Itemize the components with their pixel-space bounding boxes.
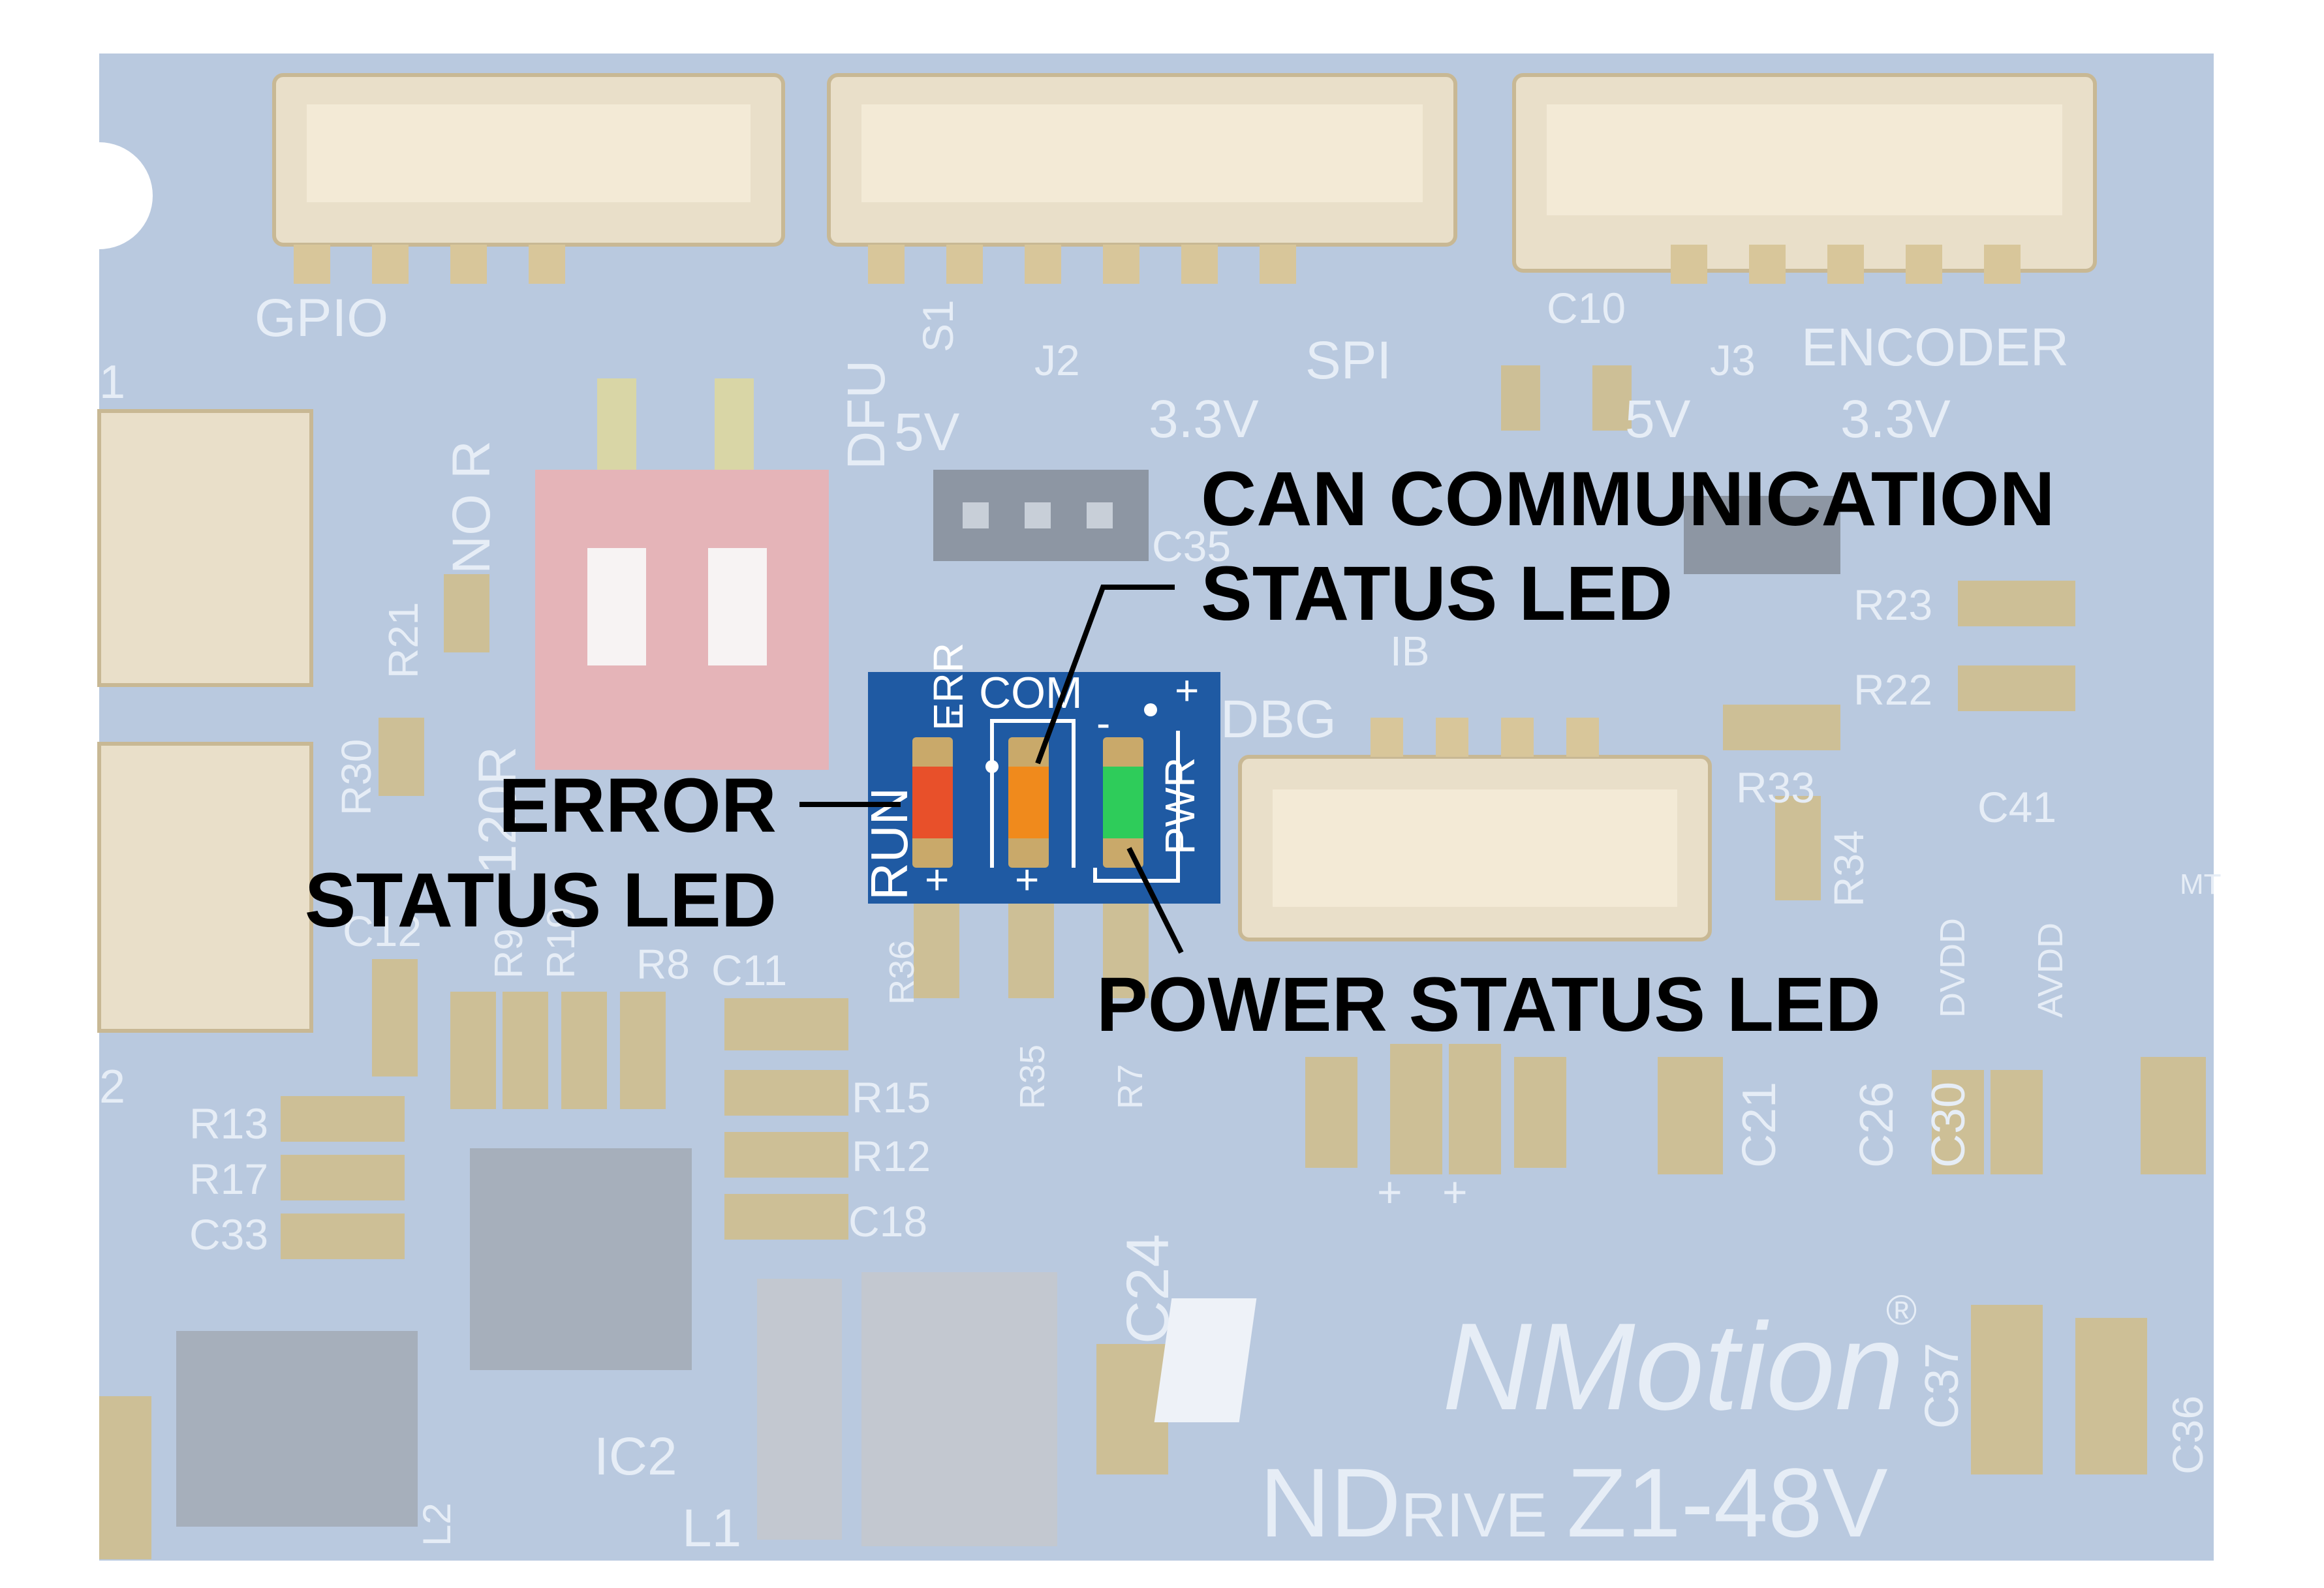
encoder-silk-label: ENCODER [1801, 318, 2069, 377]
j2-label: J2 [1034, 336, 1080, 384]
left-pin-2-label: 2 [99, 1061, 125, 1113]
c36-label: C36 [2163, 1396, 2212, 1474]
c33-label: C33 [189, 1210, 268, 1259]
r20-label: 120R [468, 746, 527, 874]
r12-label: R12 [852, 1132, 931, 1180]
nmotion-logo: NMotion ® [1154, 1287, 1917, 1436]
l1-label: L1 [682, 1499, 741, 1558]
mounting-hole [46, 142, 153, 249]
5v-label-b: 5V [1625, 389, 1691, 449]
led-panel: RUN - ERR COM + PWR + + - [860, 643, 1220, 904]
l2-label: L2 [415, 1503, 459, 1546]
gpio-connector [272, 73, 785, 284]
can-callout-line2: STATUS LED [1201, 551, 1673, 637]
c41-label: C41 [1977, 783, 2056, 831]
spi-silk-label: SPI [1305, 331, 1391, 390]
can-leader-line [1035, 585, 1175, 765]
c21-label: C21 [1733, 1082, 1786, 1168]
brand-text: NMotion [1442, 1298, 1904, 1436]
error-callout-line1: ERROR [499, 763, 777, 849]
error-led-lens [912, 767, 953, 838]
r15-label: R15 [852, 1073, 931, 1122]
can-callout-line1: CAN COMMUNICATION [1201, 456, 2055, 542]
s1-label: S1 [914, 299, 962, 352]
com-label: COM [979, 668, 1083, 718]
power-led-lens [1103, 767, 1143, 838]
dvdd-label: DVDD [1933, 918, 1972, 1018]
r22-label: R22 [1853, 665, 1932, 714]
left-connector-1 [97, 409, 313, 687]
plus-label-2: + [1442, 1168, 1468, 1216]
err-minus: - [950, 686, 963, 733]
r30-label: R30 [333, 739, 380, 816]
avdd-label: AVDD [2031, 923, 2070, 1018]
power-leader-line [1126, 847, 1184, 954]
ib-silk-label: IB [1390, 628, 1429, 675]
power-callout: POWER STATUS LED [1096, 962, 1881, 1048]
pwr-minus: - [1096, 699, 1110, 746]
chips [176, 1148, 1057, 1546]
dbg-silk-label: DBG [1220, 690, 1337, 749]
j3-label: J3 [1710, 336, 1756, 384]
left-pin-1-label: 1 [99, 356, 125, 408]
plus-label-1: + [1377, 1168, 1402, 1216]
r17-label: R17 [189, 1155, 268, 1203]
3v3-label-a: 3.3V [1149, 389, 1259, 449]
5v-label-a: 5V [894, 403, 960, 462]
r19-label: R19 [539, 907, 583, 979]
r9-label: R9 [487, 928, 531, 979]
encoder-connector [1512, 73, 2097, 284]
ic2-label: IC2 [594, 1427, 677, 1486]
pwr-plus: + [1175, 667, 1199, 714]
3v3-label-b: 3.3V [1840, 389, 1951, 449]
c11-label: C11 [711, 946, 787, 994]
com-led-lens [1008, 767, 1049, 838]
registered-mark: ® [1886, 1287, 1917, 1334]
c35-label: C35 [1152, 522, 1231, 570]
no-r-label: NO R [442, 440, 501, 574]
gpio-silk-label: GPIO [255, 288, 388, 348]
r34-label: R34 [1825, 831, 1872, 907]
dbg-connector [1238, 718, 1712, 941]
r36-label: R36 [882, 940, 922, 1005]
mt-label: MT [2180, 868, 2222, 900]
r7-label: R7 [1111, 1064, 1150, 1109]
c12-label: C12 [343, 907, 422, 955]
c30-label: C30 [1923, 1082, 1975, 1168]
dfu-silk-label: DFU [837, 359, 896, 470]
dip-switch [535, 378, 829, 770]
c18-label: C18 [848, 1197, 927, 1245]
r21-label: R21 [380, 602, 427, 679]
c10-label: C10 [1547, 284, 1626, 332]
r33-label: R33 [1736, 763, 1815, 812]
passive-components [99, 365, 2206, 1559]
err-label: ERR [925, 643, 972, 731]
c37-label: C37 [1916, 1343, 1968, 1429]
error-callout-line2: STATUS LED [305, 857, 777, 943]
left-connector-2 [97, 742, 313, 1033]
r23-label: R23 [1853, 581, 1932, 629]
c26-label: C26 [1851, 1082, 1903, 1168]
r35-label: R35 [1013, 1045, 1052, 1109]
jumper-header [933, 470, 1840, 574]
r8-label: R8 [636, 941, 690, 988]
r13-label: R13 [189, 1099, 268, 1148]
spi-connector [827, 73, 1457, 284]
